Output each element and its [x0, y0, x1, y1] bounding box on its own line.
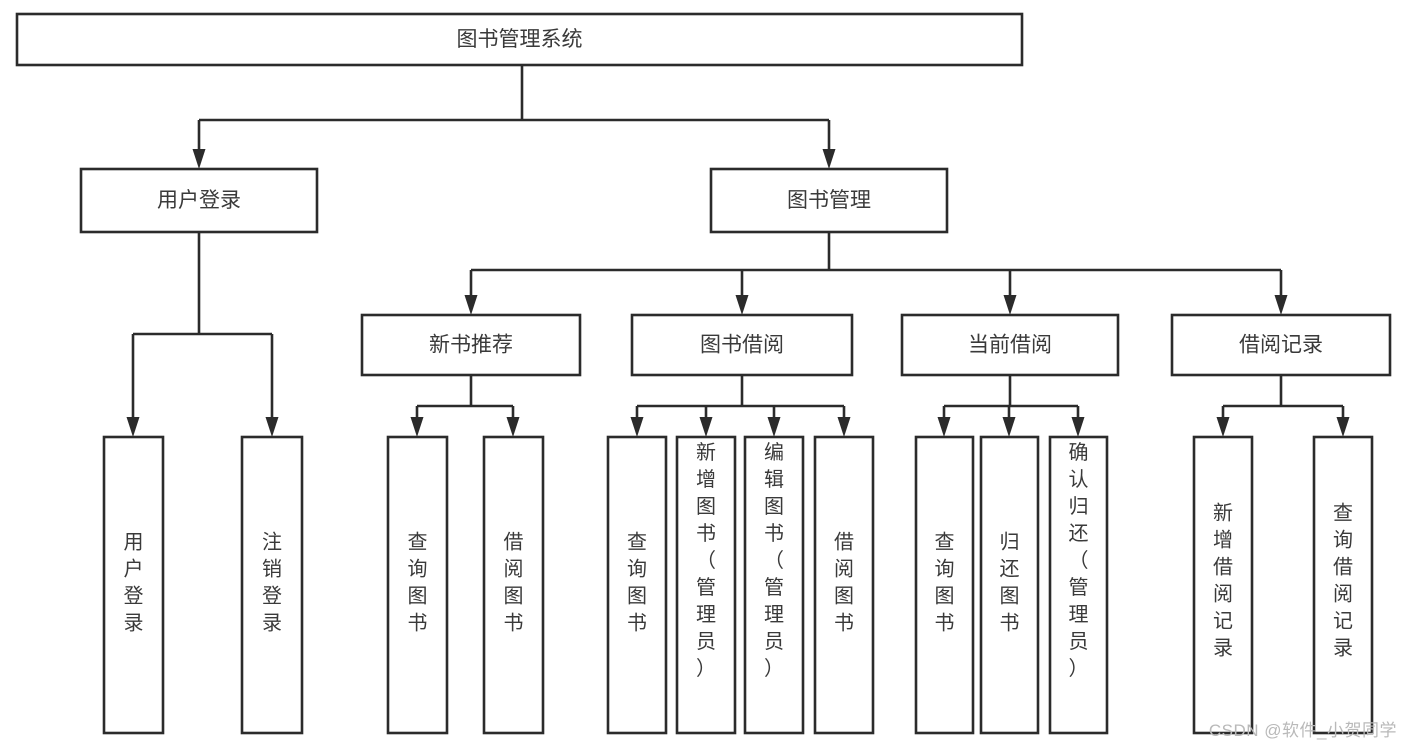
node-label-borrow-record: 借阅记录	[1239, 334, 1323, 357]
node-box-leaf-query-borrow-record[interactable]	[1312, 435, 1374, 735]
arrow-head-icon	[1274, 295, 1288, 315]
node-box-new-book-recommend[interactable]	[360, 313, 582, 377]
node-label-leaf-query-book-current: 查询图书	[935, 531, 955, 635]
node-box-user-login[interactable]	[79, 167, 319, 234]
connector-group-recommend-to-leaves	[410, 375, 520, 437]
arrow-head-icon	[410, 417, 424, 437]
node-box-leaf-borrow-book-rec[interactable]	[482, 435, 545, 735]
node-label-leaf-query-borrow-record: 查询借阅记录	[1333, 502, 1353, 660]
node-box-borrow-record[interactable]	[1170, 313, 1392, 377]
node-box-current-borrow[interactable]	[900, 313, 1120, 377]
node-box-leaf-return-book[interactable]	[979, 435, 1040, 735]
node-new-book-recommend[interactable]: 新书推荐	[360, 313, 582, 377]
arrow-head-icon	[822, 149, 836, 169]
nodes-layer: 图书管理系统用户登录图书管理新书推荐图书借阅当前借阅借阅记录用户登录注销登录查询…	[15, 12, 1392, 735]
node-label-current-borrow: 当前借阅	[968, 334, 1052, 357]
node-box-leaf-query-book-borrow[interactable]	[606, 435, 668, 735]
arrow-head-icon	[126, 417, 140, 437]
connector-group-borrow-to-leaves	[630, 375, 851, 437]
node-box-leaf-confirm-return-admin[interactable]	[1048, 435, 1109, 735]
node-label-leaf-borrow-book: 借阅图书	[834, 531, 854, 635]
arrow-head-icon	[767, 417, 781, 437]
arrow-head-icon	[1071, 417, 1085, 437]
node-box-book-management[interactable]	[709, 167, 949, 234]
node-label-user-login: 用户登录	[157, 189, 241, 212]
arrow-head-icon	[937, 417, 951, 437]
node-box-leaf-query-book-rec[interactable]	[386, 435, 449, 735]
node-book-management[interactable]: 图书管理	[709, 167, 949, 234]
node-borrow-record[interactable]: 借阅记录	[1170, 313, 1392, 377]
connector-group-userlogin-to-leaves	[126, 232, 279, 437]
node-book-borrow[interactable]: 图书借阅	[630, 313, 854, 377]
arrow-head-icon	[506, 417, 520, 437]
node-box-book-borrow[interactable]	[630, 313, 854, 377]
node-label-book-management: 图书管理	[787, 189, 871, 212]
arrow-head-icon	[630, 417, 644, 437]
connector-group-root-to-level2	[192, 65, 836, 169]
node-leaf-query-book-rec[interactable]: 查询图书	[386, 435, 449, 735]
connector-group-current-to-leaves	[937, 375, 1085, 437]
node-label-leaf-edit-book-admin: 编辑图书（管理员）	[764, 441, 784, 680]
node-box-leaf-query-book-current[interactable]	[914, 435, 975, 735]
arrow-head-icon	[1003, 295, 1017, 315]
node-label-leaf-add-borrow-record: 新增借阅记录	[1213, 502, 1233, 660]
arrow-head-icon	[464, 295, 478, 315]
node-leaf-return-book[interactable]: 归还图书	[979, 435, 1040, 735]
node-leaf-confirm-return-admin[interactable]: 确认归还（管理员）	[1048, 435, 1109, 735]
connectors-layer	[126, 65, 1350, 437]
node-label-leaf-query-book-borrow: 查询图书	[627, 531, 647, 635]
node-leaf-logout[interactable]: 注销登录	[240, 435, 304, 735]
node-user-login[interactable]: 用户登录	[79, 167, 319, 234]
node-leaf-user-login[interactable]: 用户登录	[102, 435, 165, 735]
node-leaf-add-borrow-record[interactable]: 新增借阅记录	[1192, 435, 1254, 735]
node-leaf-add-book-admin[interactable]: 新增图书（管理员）	[675, 435, 737, 735]
arrow-head-icon	[699, 417, 713, 437]
node-leaf-edit-book-admin[interactable]: 编辑图书（管理员）	[743, 435, 805, 735]
arrow-head-icon	[192, 149, 206, 169]
node-label-leaf-user-login: 用户登录	[124, 532, 144, 635]
arrow-head-icon	[1002, 417, 1016, 437]
node-label-leaf-query-book-rec: 查询图书	[408, 531, 428, 635]
node-box-root[interactable]	[15, 12, 1024, 67]
node-label-leaf-borrow-book-rec: 借阅图书	[504, 531, 524, 635]
node-box-leaf-add-borrow-record[interactable]	[1192, 435, 1254, 735]
node-label-book-borrow: 图书借阅	[700, 334, 784, 357]
node-label-new-book-recommend: 新书推荐	[429, 334, 513, 357]
arrow-head-icon	[735, 295, 749, 315]
node-label-leaf-add-book-admin: 新增图书（管理员）	[696, 441, 716, 680]
node-box-leaf-borrow-book[interactable]	[813, 435, 875, 735]
node-box-leaf-user-login[interactable]	[102, 435, 165, 735]
arrow-head-icon	[1336, 417, 1350, 437]
node-box-leaf-logout[interactable]	[240, 435, 304, 735]
node-box-leaf-add-book-admin[interactable]	[675, 435, 737, 735]
node-label-root: 图书管理系统	[457, 28, 583, 51]
connector-group-record-to-leaves	[1216, 375, 1350, 437]
node-root[interactable]: 图书管理系统	[15, 12, 1024, 67]
node-box-leaf-edit-book-admin[interactable]	[743, 435, 805, 735]
node-leaf-borrow-book-rec[interactable]: 借阅图书	[482, 435, 545, 735]
node-leaf-query-book-current[interactable]: 查询图书	[914, 435, 975, 735]
node-leaf-query-book-borrow[interactable]: 查询图书	[606, 435, 668, 735]
arrow-head-icon	[837, 417, 851, 437]
node-leaf-borrow-book[interactable]: 借阅图书	[813, 435, 875, 735]
node-label-leaf-return-book: 归还图书	[1000, 531, 1020, 635]
csdn-watermark: CSDN @软件_小贺同学	[1208, 721, 1397, 740]
node-label-leaf-confirm-return-admin: 确认归还（管理员）	[1069, 441, 1089, 680]
arrow-head-icon	[265, 417, 279, 437]
node-leaf-query-borrow-record[interactable]: 查询借阅记录	[1312, 435, 1374, 735]
connector-group-bookmgmt-to-level3	[464, 232, 1288, 315]
node-current-borrow[interactable]: 当前借阅	[900, 313, 1120, 377]
arrow-head-icon	[1216, 417, 1230, 437]
node-label-leaf-logout: 注销登录	[262, 531, 282, 635]
